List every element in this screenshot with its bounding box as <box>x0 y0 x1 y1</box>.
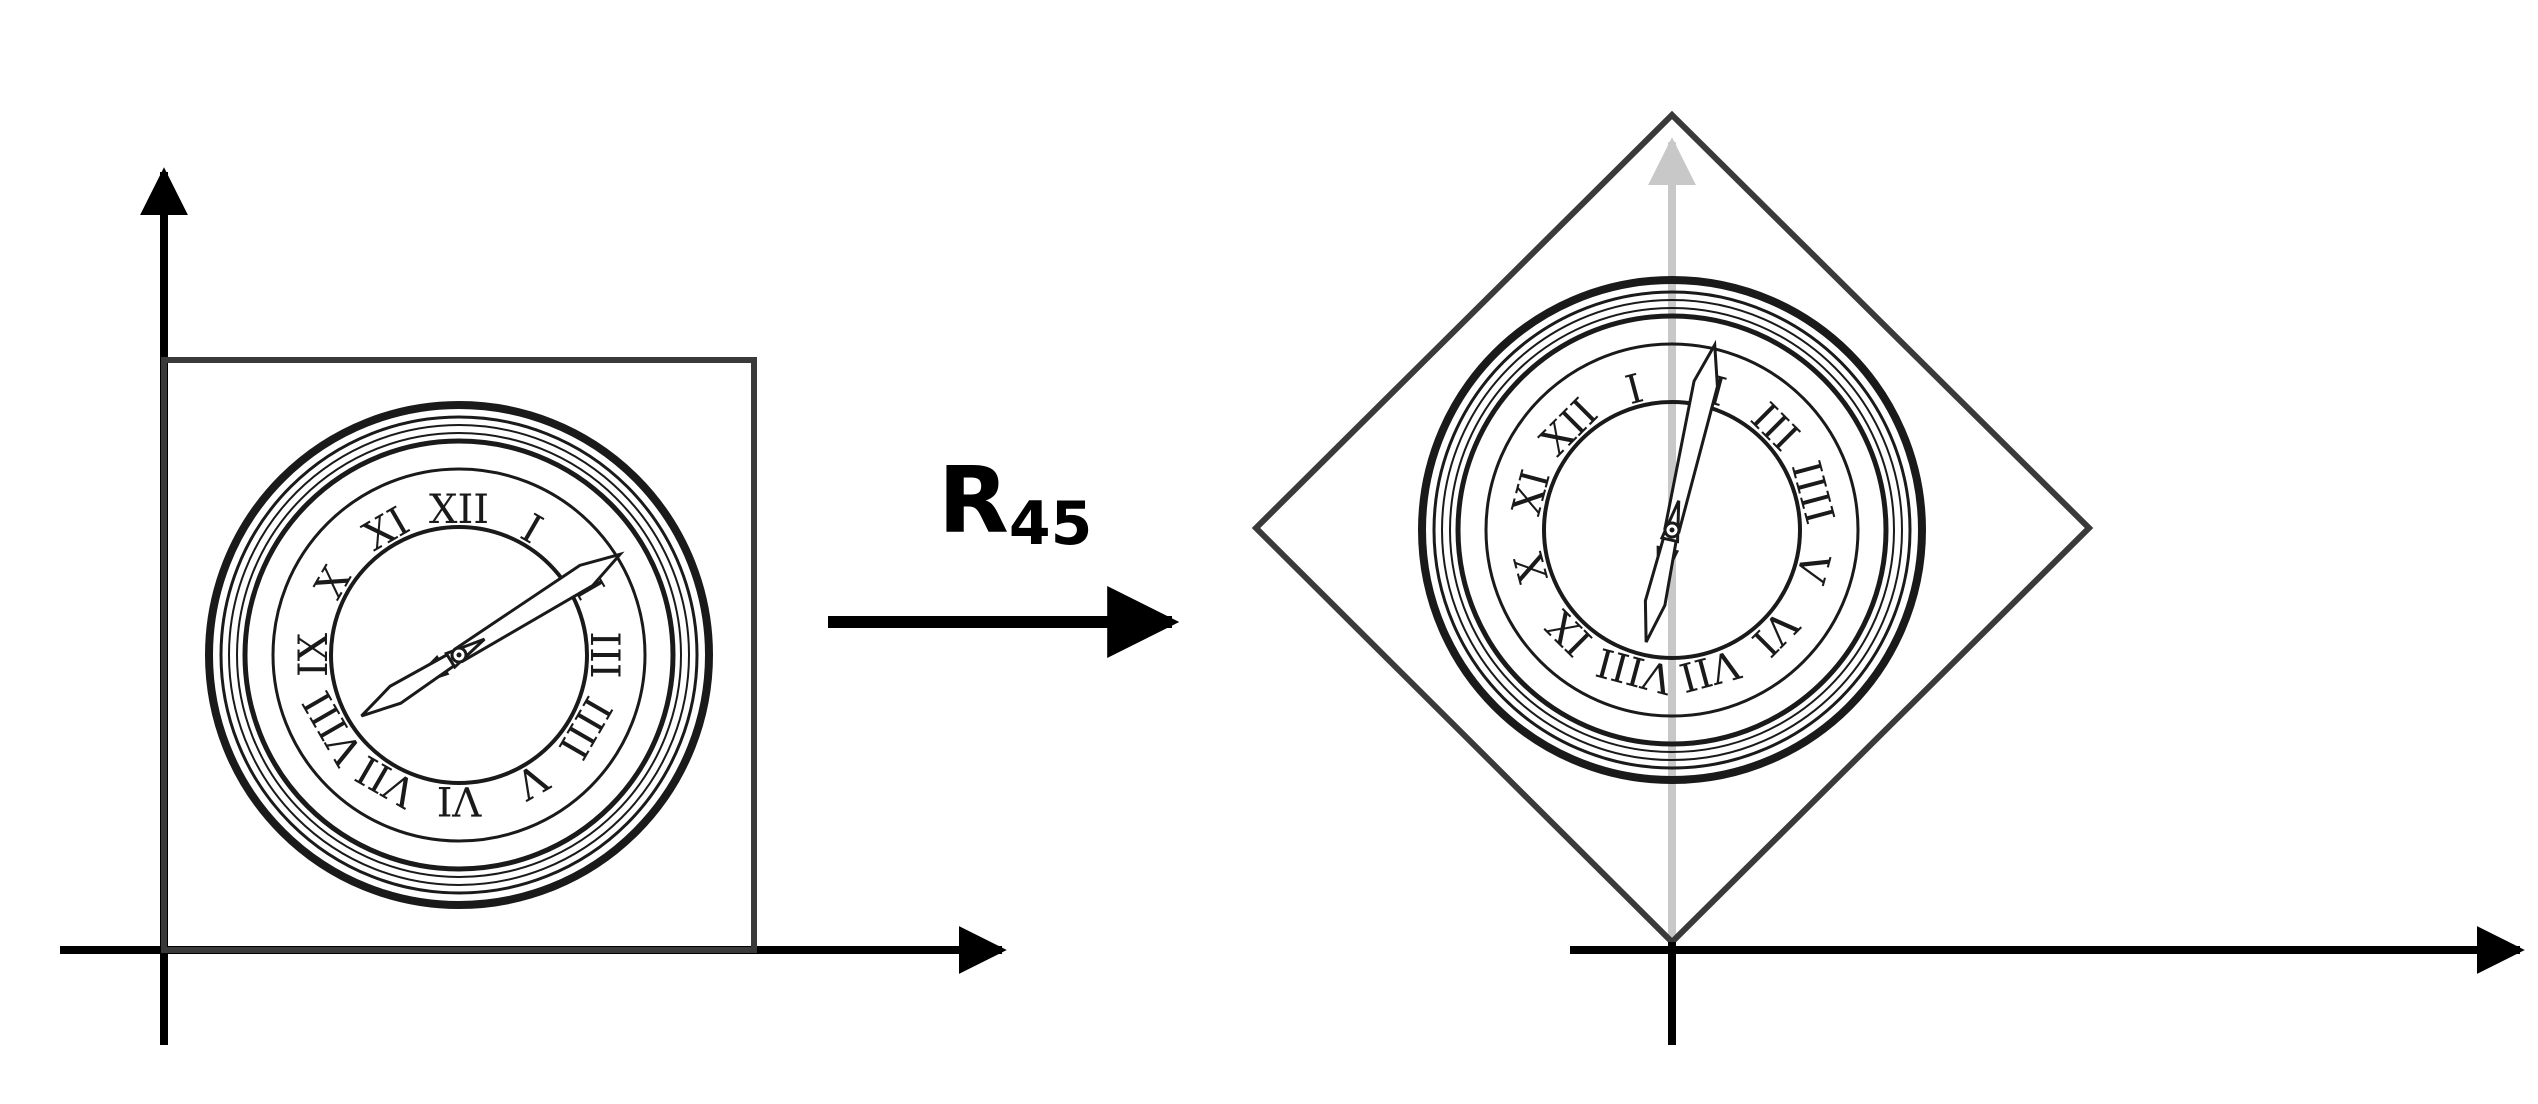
clock-ring <box>1484 342 1860 718</box>
clock-ring <box>219 415 699 895</box>
clock-numeral: I <box>513 506 550 554</box>
clock-ring <box>1432 290 1912 770</box>
clock-numeral: IX <box>1537 600 1601 664</box>
clock-center-dot <box>456 652 462 658</box>
clock-numeral: V <box>1786 547 1838 589</box>
clock-ring <box>205 401 713 909</box>
clock-numeral: I <box>1621 366 1648 415</box>
clock-ring <box>242 438 676 872</box>
clock-numeral: IX <box>291 632 337 677</box>
clock-numeral: VI <box>1742 600 1807 665</box>
clock-ring <box>236 432 682 878</box>
clock-numeral: X <box>306 558 360 606</box>
clock-ring <box>271 467 647 843</box>
clock-ring <box>1418 276 1926 784</box>
clock-numeral: V <box>507 753 557 808</box>
clock-inner-dial <box>329 525 589 785</box>
clock-numeral: VIII <box>1592 638 1679 702</box>
clock-ring <box>1441 299 1903 761</box>
transform-letter: R <box>938 447 1009 554</box>
original-panel: XIIIIIIIIIIIIVVIVIIVIIIIXXXI <box>60 167 1007 1045</box>
clock-ring <box>1455 313 1889 747</box>
clock-center-dot <box>1669 527 1675 533</box>
clock-numeral: XII <box>429 487 489 533</box>
clock-numeral: III <box>581 631 627 678</box>
transform-label: R45 <box>938 447 1092 559</box>
clock-numeral: IIII <box>549 689 620 767</box>
clock-numeral: IIII <box>1782 456 1843 529</box>
original-square <box>161 357 757 953</box>
transform-subscript: 45 <box>1009 489 1093 559</box>
clock-numeral: XI <box>356 498 417 560</box>
clock-numeral: XII <box>1532 390 1607 465</box>
clock-ring <box>228 424 690 886</box>
rotated-panel: XIIIIIIIIIIIIVVIVIIVIIIIXXXI <box>1251 110 2525 1045</box>
clock-numeral: X <box>1506 547 1558 587</box>
clock-numeral: III <box>1742 394 1808 460</box>
clock-numeral: VI <box>437 777 483 823</box>
clock-ring <box>1449 307 1895 753</box>
clock-numeral: XI <box>1504 465 1560 520</box>
clock-numeral: VII <box>1674 640 1745 700</box>
transform-indicator: R45 <box>828 447 1180 658</box>
clock-inner-dial <box>1542 400 1802 660</box>
clock-face: XIIIIIIIIIIIIVVIVIIVIIIIXXXI <box>205 401 713 909</box>
clock-face-rotated: XIIIIIIIIIIIIVVIVIIVIIIIXXXI <box>1418 276 1926 784</box>
